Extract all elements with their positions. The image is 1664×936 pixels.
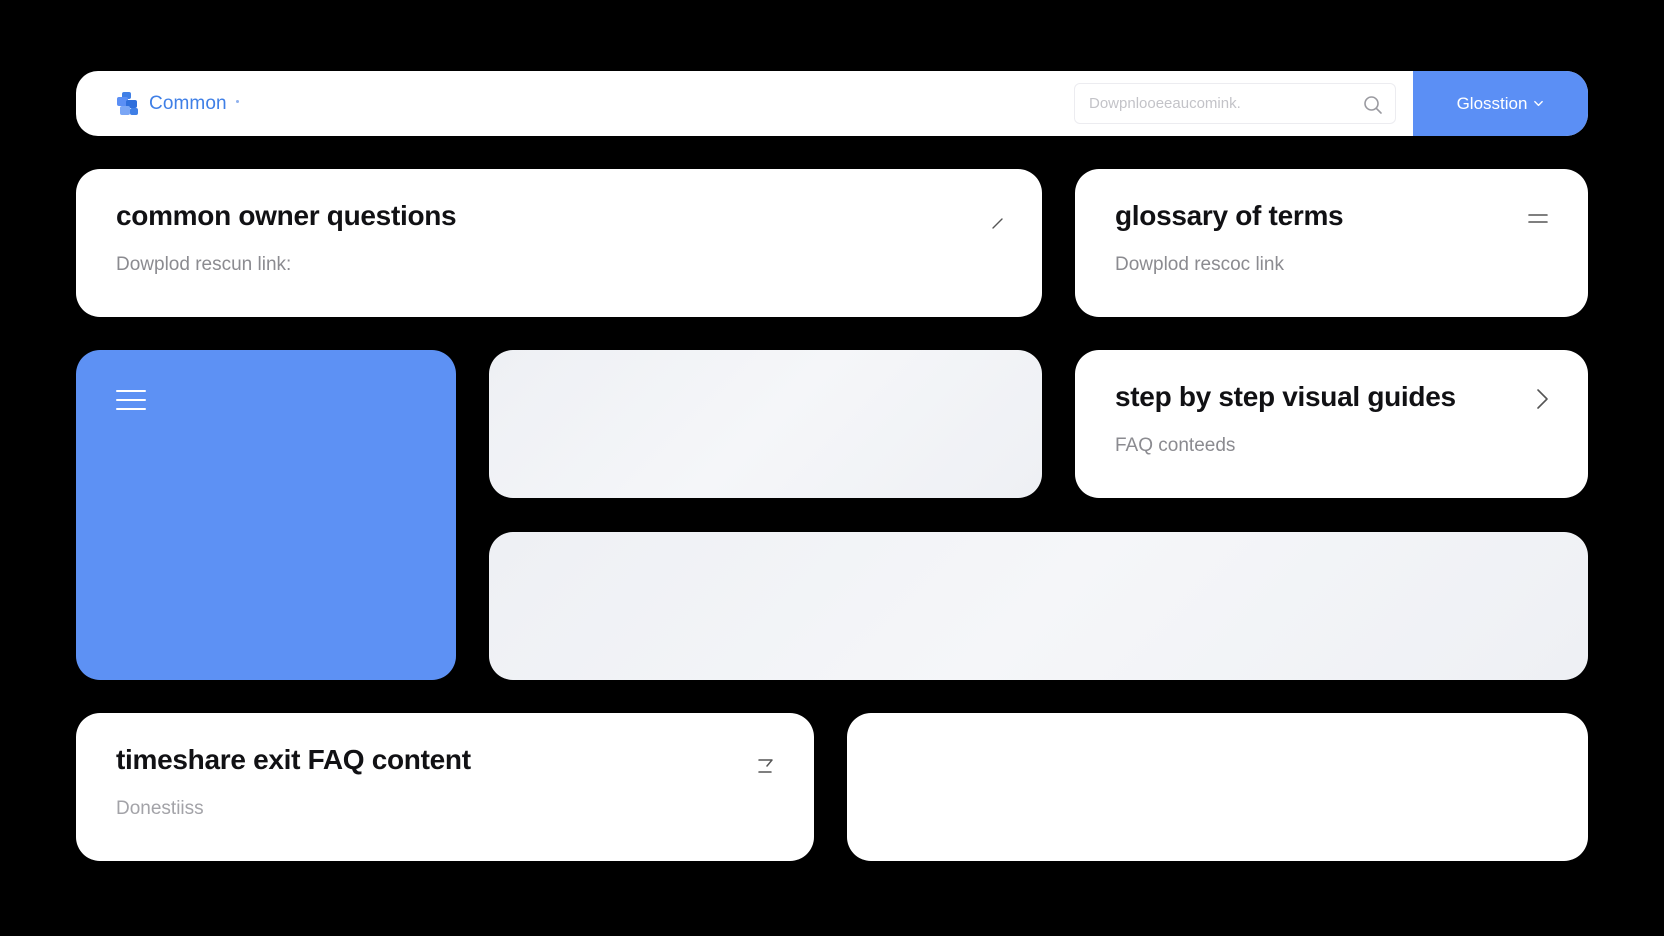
logo-mark-icon: [117, 92, 138, 115]
glossary-dropdown-button[interactable]: Glosstion: [1413, 71, 1588, 136]
card-title: step by step visual guides: [1115, 381, 1456, 412]
search-box: [1074, 83, 1396, 124]
search-input[interactable]: [1089, 95, 1359, 112]
card-timeshare-exit-faq[interactable]: timeshare exit FAQ content Donestiiss: [76, 713, 814, 861]
blue-menu-panel[interactable]: [76, 350, 456, 680]
card-subtitle: Dowplod rescoc link: [1115, 254, 1284, 275]
card-subtitle: FAQ conteeds: [1115, 435, 1236, 456]
chevron-right-icon[interactable]: [1530, 387, 1554, 411]
search-icon[interactable]: [1363, 95, 1383, 115]
pencil-icon[interactable]: [986, 211, 1010, 235]
glossary-dropdown-label: Glosstion: [1456, 93, 1528, 113]
card-common-owner-questions[interactable]: common owner questions Dowplod rescun li…: [76, 169, 1042, 317]
logo-dot: [235, 99, 239, 103]
placeholder-panel-wide: [489, 532, 1588, 680]
card-title: glossary of terms: [1115, 200, 1344, 231]
card-title: common owner questions: [116, 200, 457, 231]
return-arrow-icon[interactable]: [754, 753, 778, 777]
placeholder-panel-top: [489, 350, 1042, 498]
empty-card: [847, 713, 1588, 861]
logo[interactable]: Common: [116, 89, 239, 119]
top-bar: Common Glosstion: [76, 71, 1588, 136]
card-title: timeshare exit FAQ content: [116, 744, 471, 775]
hamburger-menu-icon[interactable]: [116, 388, 146, 412]
card-glossary-of-terms[interactable]: glossary of terms Dowplod rescoc link: [1075, 169, 1588, 317]
card-subtitle: Dowplod rescun link:: [116, 254, 292, 275]
equals-icon[interactable]: [1526, 207, 1550, 231]
card-subtitle: Donestiiss: [116, 798, 204, 819]
logo-text: Common: [149, 93, 227, 114]
card-step-by-step-visual-guides[interactable]: step by step visual guides FAQ conteeds: [1075, 350, 1588, 498]
chevron-down-icon: [1534, 100, 1544, 107]
